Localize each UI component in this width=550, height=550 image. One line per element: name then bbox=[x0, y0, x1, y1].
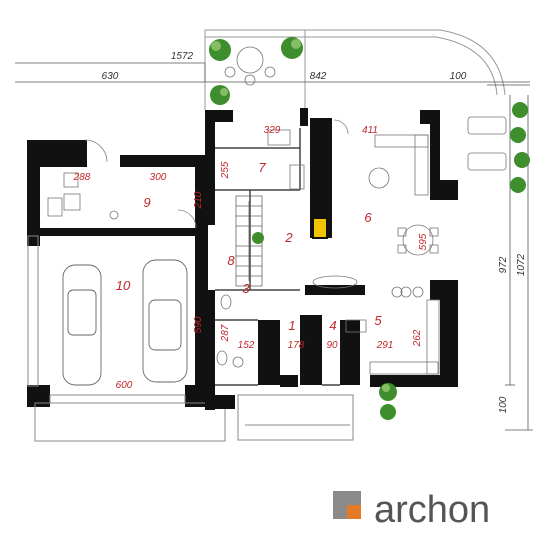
archon-logo: archon bbox=[333, 489, 490, 531]
room-label-3: 3 bbox=[242, 281, 250, 296]
dim-total-width: 1572 bbox=[171, 51, 194, 62]
door-swings bbox=[84, 119, 349, 229]
dim-depth-total: 1072 bbox=[516, 253, 527, 276]
archon-logo-text: archon bbox=[374, 489, 490, 531]
garage-outline bbox=[27, 235, 226, 442]
dim-255: 255 bbox=[220, 161, 231, 179]
room-label-1: 1 bbox=[288, 318, 295, 333]
plant-leaves bbox=[211, 39, 390, 392]
dim-depth-main: 972 bbox=[498, 256, 509, 273]
dim-590: 590 bbox=[193, 316, 204, 333]
dim-595: 595 bbox=[418, 233, 429, 250]
room-label-2: 2 bbox=[284, 230, 293, 245]
dim-262: 262 bbox=[412, 329, 423, 347]
dim-288: 288 bbox=[73, 172, 91, 183]
room-label-8: 8 bbox=[227, 253, 235, 268]
dim-178: 178 bbox=[288, 340, 305, 351]
dim-bottom-offset: 100 bbox=[498, 396, 509, 413]
kitchen-units bbox=[345, 286, 440, 375]
room-dimension-texts: 288 300 210 329 411 255 595 590 600 287 … bbox=[73, 125, 429, 391]
dim-329: 329 bbox=[264, 125, 281, 136]
dim-287: 287 bbox=[220, 324, 231, 342]
archon-logo-mark bbox=[333, 491, 361, 519]
room-label-6: 6 bbox=[364, 210, 372, 225]
staircase bbox=[235, 195, 263, 287]
fireplace bbox=[312, 217, 328, 239]
dim-291: 291 bbox=[376, 340, 394, 351]
dim-left-width: 630 bbox=[102, 71, 119, 82]
room-label-4: 4 bbox=[329, 318, 336, 333]
house-walls bbox=[205, 108, 458, 410]
utility-fixtures bbox=[47, 172, 119, 220]
right-dimension-lines bbox=[505, 95, 533, 431]
room-label-9: 9 bbox=[143, 195, 150, 210]
room-labels: 1 2 3 4 5 6 7 8 9 10 bbox=[116, 160, 383, 333]
dim-152: 152 bbox=[238, 340, 255, 351]
entrance-steps bbox=[237, 394, 354, 441]
room-label-5: 5 bbox=[374, 313, 382, 328]
interior-walls bbox=[215, 128, 340, 386]
top-dimension-lines bbox=[15, 62, 530, 86]
terrace-top bbox=[204, 29, 506, 110]
dim-terrace-width: 100 bbox=[450, 71, 467, 82]
outer-dimension-texts: 1572 630 842 100 972 1072 100 bbox=[102, 51, 527, 413]
plant-icons bbox=[209, 37, 530, 420]
dim-210: 210 bbox=[193, 191, 204, 209]
dim-600: 600 bbox=[116, 380, 133, 391]
terrace-chairs bbox=[224, 46, 507, 171]
dim-90: 90 bbox=[326, 340, 338, 351]
dim-411: 411 bbox=[362, 125, 378, 136]
room-label-7: 7 bbox=[258, 160, 266, 175]
dim-300: 300 bbox=[150, 172, 167, 183]
cars bbox=[62, 259, 188, 386]
room-label-10: 10 bbox=[116, 278, 131, 293]
dim-right-width: 842 bbox=[310, 71, 327, 82]
living-room-furniture bbox=[312, 134, 439, 289]
garage-walls bbox=[27, 140, 208, 407]
bathroom-fixtures bbox=[216, 129, 305, 368]
